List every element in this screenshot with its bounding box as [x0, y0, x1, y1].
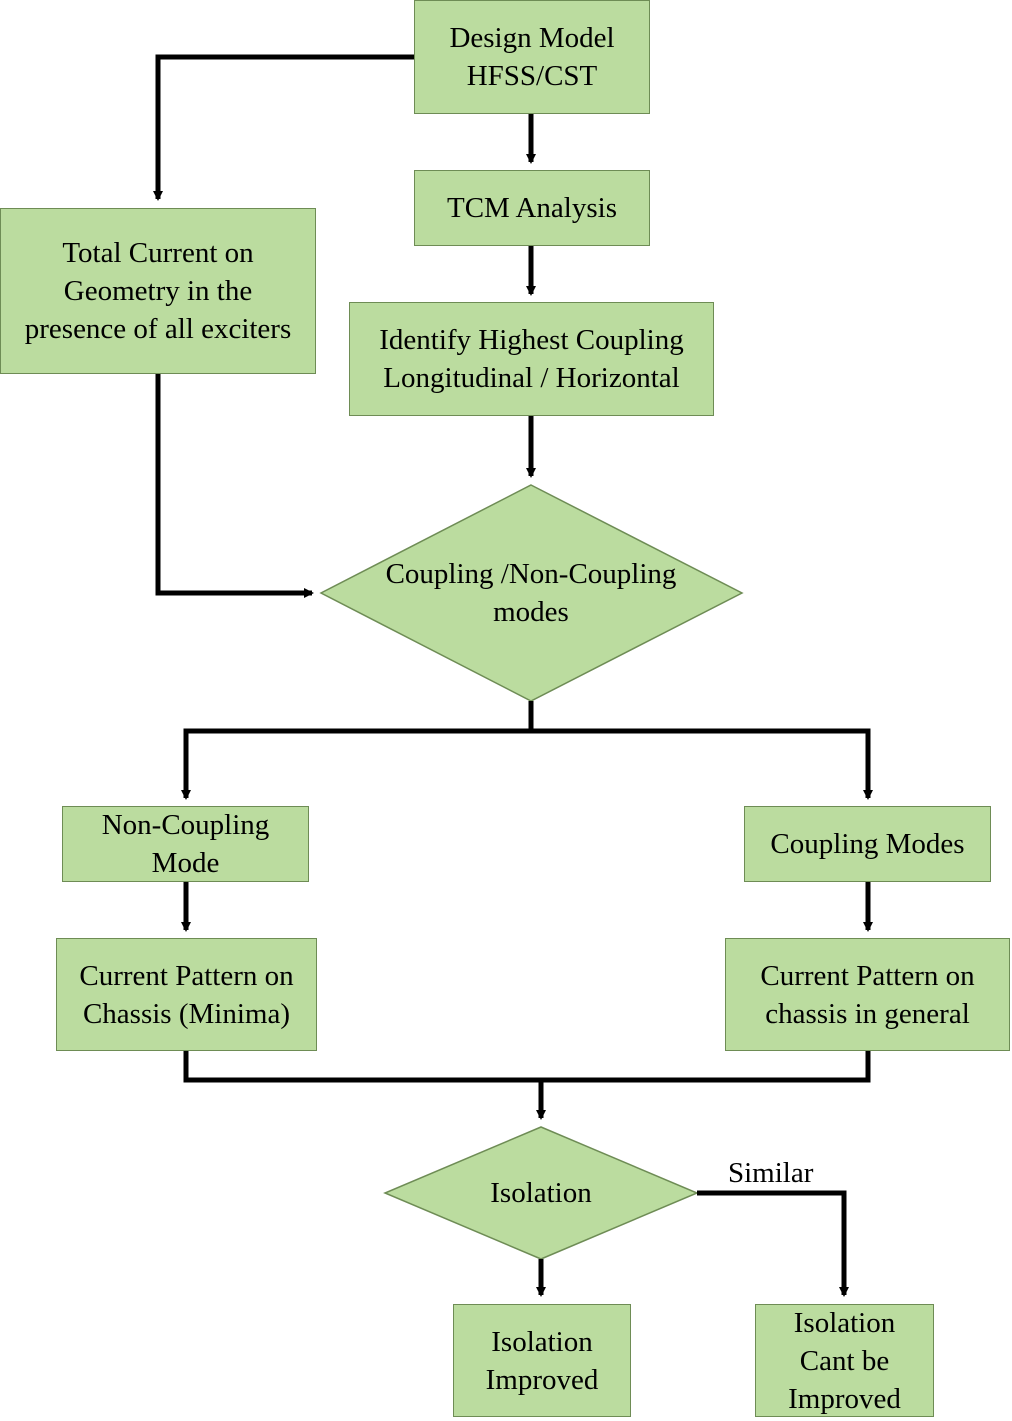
current-pattern-minima-box: Current Pattern on Chassis (Minima) [56, 938, 317, 1051]
line-merge [183, 1051, 871, 1083]
similar-edge-label: Similar [728, 1157, 814, 1189]
isolation-cant-improve-box: Isolation Cant be Improved [755, 1304, 934, 1417]
node-text: Isolation [490, 1177, 592, 1209]
node-text: Isolation [491, 1325, 593, 1358]
node-text: Coupling /Non-Coupling [385, 558, 677, 590]
coupling-modes-box: Coupling Modes [744, 806, 991, 882]
node-text: Chassis (Minima) [82, 997, 290, 1030]
tcm-analysis-box: TCM Analysis [414, 170, 650, 246]
arrow-decision-to-non-coupling [181, 728, 531, 800]
node-text: Coupling Modes [770, 828, 965, 860]
total-current-box: Total Current on Geometry in the presenc… [0, 208, 316, 374]
node-text: Geometry in the [63, 275, 253, 307]
isolation-decision-label: Isolation [441, 1173, 641, 1213]
non-coupling-mode-box: Non-Coupling Mode [62, 806, 309, 882]
node-text: Mode [151, 847, 220, 879]
node-text: HFSS/CST [466, 60, 598, 92]
isolation-improved-box: Isolation Improved [453, 1304, 631, 1417]
node-text: Isolation [793, 1306, 896, 1339]
arrow-design-to-total-current [153, 54, 414, 201]
arrow-decision-to-coupling [531, 728, 873, 800]
arrow-isolation-to-cant-improve [697, 1190, 849, 1297]
node-text: Cant be [799, 1344, 890, 1377]
node-text: Longitudinal / Horizontal [383, 362, 680, 394]
node-text: Improved [788, 1382, 901, 1415]
design-model-box: Design Model HFSS/CST [414, 0, 650, 114]
node-text: Design Model [449, 22, 615, 54]
node-text: Identify Highest Coupling [379, 324, 684, 356]
arrow-total-current-to-decision [155, 374, 314, 598]
node-text: Current Pattern on [79, 959, 294, 992]
node-text: presence of all exciters [24, 313, 292, 345]
current-pattern-general-box: Current Pattern on chassis in general [725, 938, 1010, 1051]
node-text: chassis in general [765, 997, 970, 1030]
coupling-decision-label: Coupling /Non-Coupling modes [351, 553, 711, 633]
node-text: modes [493, 596, 569, 628]
node-text: Non-Coupling [101, 809, 270, 841]
identify-coupling-box: Identify Highest Coupling Longitudinal /… [349, 302, 714, 416]
node-text: TCM Analysis [447, 192, 617, 224]
node-text: Total Current on [62, 237, 254, 269]
node-text: Current Pattern on [760, 959, 975, 992]
node-text: Improved [485, 1363, 599, 1396]
